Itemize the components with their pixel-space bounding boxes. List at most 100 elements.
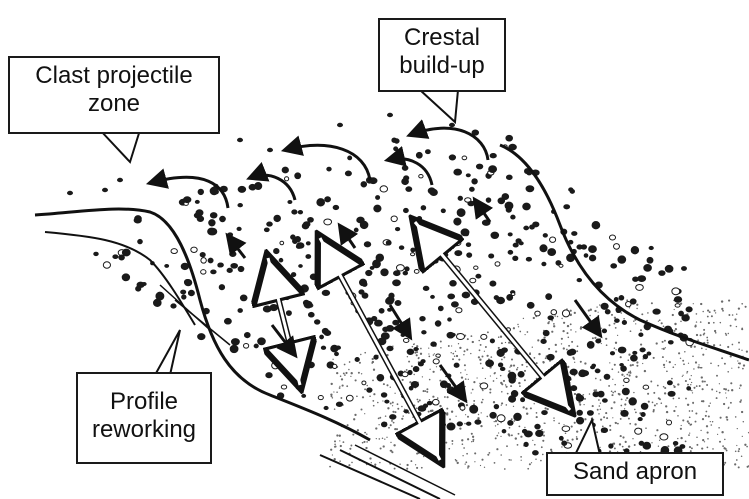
sand-grain xyxy=(530,407,532,409)
sand-grain xyxy=(426,388,428,390)
clast xyxy=(547,354,554,360)
clast xyxy=(559,264,563,267)
clast xyxy=(441,209,445,213)
sand-grain xyxy=(738,342,740,344)
sand-grain xyxy=(424,422,426,424)
clast xyxy=(458,196,462,200)
clast xyxy=(306,242,310,245)
clast xyxy=(511,293,515,296)
sand-grain xyxy=(466,349,468,351)
sand-grain xyxy=(704,441,705,442)
sand-grain xyxy=(736,445,737,446)
sand-grain xyxy=(553,323,555,325)
sand-grain xyxy=(364,432,366,434)
clast xyxy=(589,246,597,253)
sand-grain xyxy=(741,350,742,351)
clast xyxy=(647,352,651,355)
clast xyxy=(601,303,608,309)
clast xyxy=(182,295,186,299)
sand-grain xyxy=(477,417,479,419)
sand-grain xyxy=(588,310,590,312)
clast xyxy=(486,360,494,367)
sand-grain xyxy=(334,446,336,448)
sand-grain xyxy=(720,322,721,323)
clast xyxy=(238,186,246,192)
sand-grain xyxy=(394,468,396,470)
clast xyxy=(455,251,462,256)
sand-grain xyxy=(390,387,391,388)
projectile-clast xyxy=(267,148,273,152)
sand-grain xyxy=(738,363,740,365)
sand-grain xyxy=(561,318,562,319)
sand-grain xyxy=(599,447,600,448)
sand-grain xyxy=(745,306,747,308)
clast xyxy=(379,309,384,314)
sand-grain xyxy=(661,322,663,324)
clast xyxy=(324,330,331,335)
clast xyxy=(611,264,617,268)
sand-grain xyxy=(379,438,381,440)
clast xyxy=(360,221,368,228)
clast xyxy=(548,316,554,320)
sand-grain xyxy=(740,384,742,386)
clast xyxy=(640,348,645,352)
clast xyxy=(299,265,303,268)
sand-grain xyxy=(624,408,625,409)
sand-grain xyxy=(464,350,466,352)
sand-grain xyxy=(611,390,613,392)
sand-grain xyxy=(365,447,367,449)
sand-grain xyxy=(392,402,394,404)
sand-grain xyxy=(741,455,743,457)
sand-grain xyxy=(484,467,485,468)
clast xyxy=(490,412,496,418)
sand-grain xyxy=(700,321,702,323)
sand-grain xyxy=(673,386,675,388)
clast xyxy=(543,234,547,237)
clast xyxy=(230,252,236,257)
clast xyxy=(122,249,130,256)
sand-grain xyxy=(372,358,374,360)
clast xyxy=(321,346,325,349)
sand-apron-label: Sand apron xyxy=(546,452,724,496)
clast xyxy=(618,347,626,353)
sand-grain xyxy=(386,437,387,438)
sand-grain xyxy=(514,348,515,349)
clast xyxy=(536,430,543,436)
clast xyxy=(682,267,687,271)
sand-grain xyxy=(481,459,483,461)
sand-grain xyxy=(371,462,372,463)
clast xyxy=(293,239,298,244)
sand-grain xyxy=(364,388,366,390)
sand-grain xyxy=(478,340,480,342)
sand-grain xyxy=(380,447,382,449)
clast xyxy=(201,270,206,274)
sand-grain xyxy=(583,404,584,405)
sand-grain xyxy=(428,347,429,348)
sand-grain xyxy=(719,344,721,346)
clast xyxy=(665,265,673,272)
sand-grain xyxy=(501,402,503,404)
clast xyxy=(621,366,627,371)
clast xyxy=(630,299,636,304)
clast xyxy=(674,297,681,303)
sand-grain xyxy=(674,323,676,325)
sand-grain xyxy=(627,359,629,361)
sand-grain xyxy=(728,333,729,334)
sand-grain xyxy=(653,357,655,359)
clast xyxy=(284,295,289,300)
sand-grain xyxy=(680,321,682,323)
clast xyxy=(491,232,499,238)
sand-grain xyxy=(542,454,544,456)
clast xyxy=(467,253,472,258)
sand-grain xyxy=(597,409,599,411)
sand-grain xyxy=(429,453,431,455)
sand-grain xyxy=(545,357,547,359)
clast xyxy=(506,175,512,179)
sand-grain xyxy=(655,435,657,437)
clast xyxy=(466,243,470,247)
sand-grain xyxy=(420,440,421,441)
sand-grain xyxy=(726,450,728,452)
sand-grain xyxy=(517,444,519,446)
sand-grain xyxy=(540,460,542,462)
clast xyxy=(122,274,129,281)
